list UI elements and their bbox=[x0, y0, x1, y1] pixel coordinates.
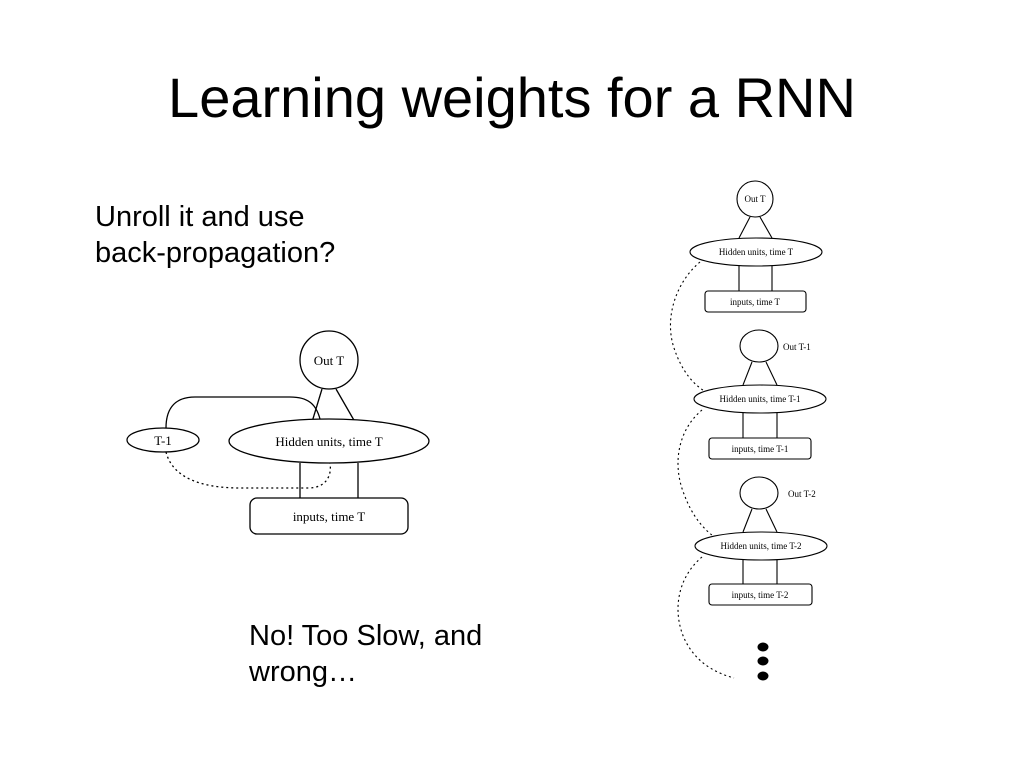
right-inputs-node-0 bbox=[704, 290, 807, 313]
right-out-edge-2a bbox=[742, 508, 753, 533]
right-out-edge-1b bbox=[765, 361, 778, 386]
answer-line-1: No! Too Slow, and bbox=[249, 620, 483, 652]
right-dotted-edge-1 bbox=[677, 409, 717, 539]
left-out-hidden-edge-2 bbox=[335, 388, 356, 423]
left-rnn-diagram: Out T T-1 Hidden units, time T inputs, t… bbox=[126, 330, 430, 535]
left-out-label: Out T bbox=[314, 353, 345, 368]
right-hidden-label-2: Hidden units, time T-2 bbox=[721, 541, 802, 551]
right-inputs-label-1: inputs, time T-1 bbox=[732, 444, 789, 454]
right-dotted-edge-0 bbox=[669, 261, 707, 393]
right-inputs-label-2: inputs, time T-2 bbox=[732, 590, 789, 600]
left-inputs-label: inputs, time T bbox=[293, 509, 365, 524]
left-out-node bbox=[299, 330, 359, 390]
right-out-node-0 bbox=[736, 180, 774, 218]
left-out-hidden-edge-1 bbox=[311, 388, 323, 423]
right-hidden-node-1 bbox=[693, 384, 827, 414]
left-inputs-node bbox=[249, 497, 409, 535]
right-out-edge-2b bbox=[765, 508, 778, 533]
answer-text: No! Too Slow, and wrong… bbox=[249, 618, 482, 690]
right-out-edge-0b bbox=[759, 216, 773, 239]
right-out-edge-0a bbox=[738, 216, 751, 239]
left-delay-node bbox=[126, 427, 200, 453]
right-hidden-label-1: Hidden units, time T-1 bbox=[720, 394, 801, 404]
right-inputs-label-0: inputs, time T bbox=[730, 297, 781, 307]
left-delay-label: T-1 bbox=[154, 433, 172, 448]
slide-title: Learning weights for a RNN bbox=[168, 66, 856, 129]
question-text: Unroll it and use back-propagation? bbox=[95, 199, 335, 271]
right-out-label-1: Out T-1 bbox=[783, 342, 811, 352]
left-hidden-label: Hidden units, time T bbox=[275, 434, 382, 449]
right-unrolled-diagram: Out T Hidden units, time T inputs, time … bbox=[669, 180, 828, 681]
right-out-label-2: Out T-2 bbox=[788, 489, 816, 499]
right-out-label-0: Out T bbox=[744, 194, 766, 204]
right-inputs-node-2 bbox=[708, 583, 813, 606]
right-out-node-2 bbox=[739, 476, 779, 510]
question-line-1: Unroll it and use bbox=[95, 201, 305, 233]
right-inputs-node-1 bbox=[708, 437, 812, 460]
continuation-dots-icon bbox=[757, 642, 769, 681]
right-hidden-node-2 bbox=[694, 531, 828, 561]
right-out-edge-1a bbox=[742, 361, 753, 386]
right-hidden-label-0: Hidden units, time T bbox=[719, 247, 794, 257]
left-recurrent-dotted-edge bbox=[165, 451, 332, 489]
right-hidden-node-0 bbox=[689, 237, 823, 267]
right-out-node-1 bbox=[739, 329, 779, 363]
left-recurrent-solid-edge bbox=[165, 396, 321, 429]
question-line-2: back-propagation? bbox=[95, 237, 336, 269]
right-dotted-edge-2 bbox=[677, 556, 735, 679]
left-hidden-node bbox=[228, 418, 430, 464]
answer-line-2: wrong… bbox=[249, 656, 357, 688]
